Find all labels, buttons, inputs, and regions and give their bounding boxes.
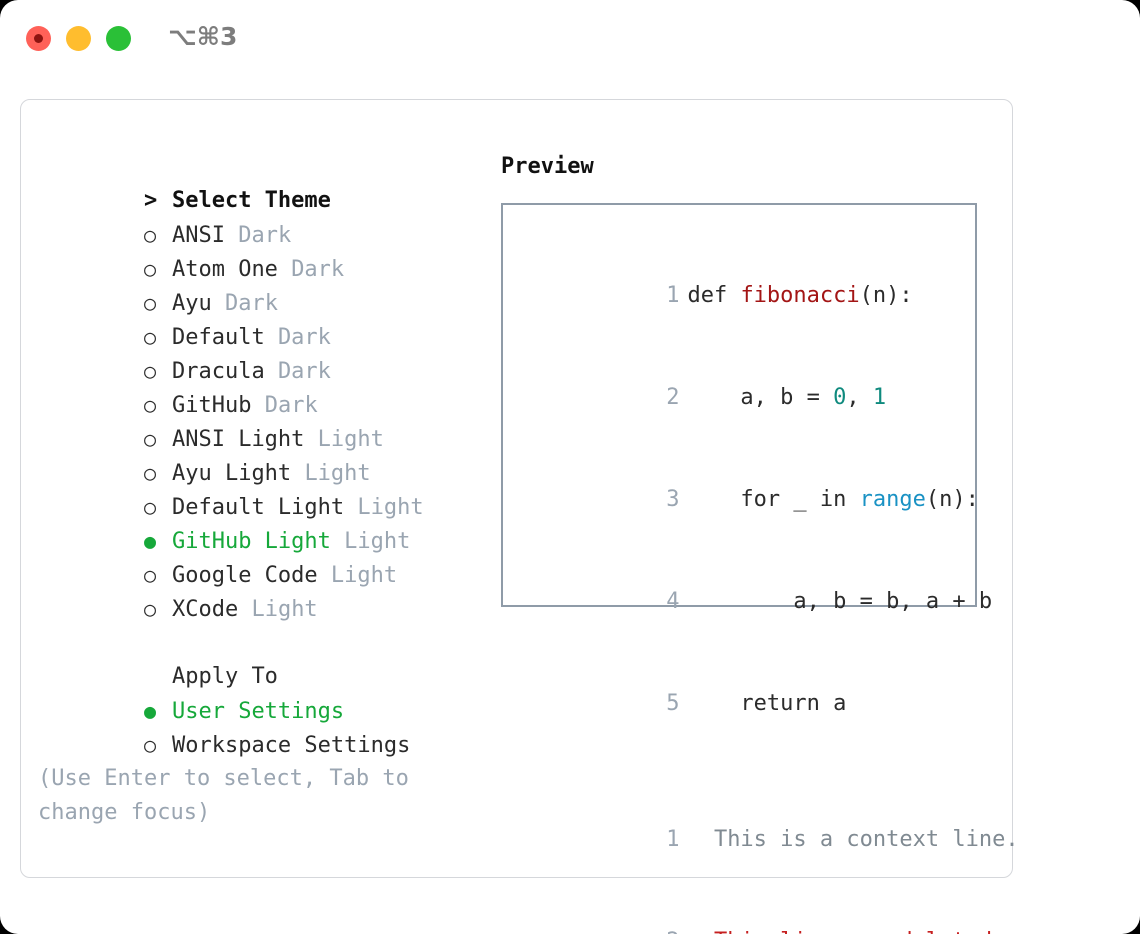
radio-unselected-icon: ○ bbox=[143, 325, 157, 349]
radio-unselected-icon: ○ bbox=[143, 427, 157, 451]
theme-item-xcode-light[interactable]: ○ XCode Light bbox=[38, 558, 478, 622]
code-token-function: fibonacci bbox=[740, 283, 860, 308]
code-token-number: 0 bbox=[833, 385, 847, 410]
radio-unselected-icon: ○ bbox=[143, 223, 157, 247]
line-number: 4 bbox=[666, 589, 680, 614]
code-token: def bbox=[687, 283, 741, 308]
apply-to-heading-label: Apply To bbox=[171, 664, 278, 689]
preview-gap bbox=[521, 755, 975, 789]
code-line: 2 a, b = 0, 1 bbox=[521, 347, 975, 449]
radio-unselected-icon: ○ bbox=[143, 359, 157, 383]
theme-item-label: Ayu bbox=[171, 291, 212, 316]
select-theme-heading: > Select Theme bbox=[38, 150, 478, 213]
preview-heading: Preview bbox=[501, 154, 594, 179]
apply-to-item-label: User Settings bbox=[171, 699, 345, 724]
code-token: return a bbox=[687, 691, 847, 716]
apply-to-heading: Apply To bbox=[38, 626, 478, 689]
line-number: 1 bbox=[666, 827, 680, 852]
apply-to-item-user-settings[interactable]: ● User Settings bbox=[38, 660, 478, 724]
diff-line-text: - This line was deleted. bbox=[687, 929, 1005, 934]
theme-item-label: Ayu Light bbox=[171, 461, 292, 486]
code-line: 5 return a bbox=[521, 653, 975, 755]
theme-item-label: Google Code bbox=[171, 563, 318, 588]
theme-item-tag: Light bbox=[330, 563, 398, 588]
code-token: for _ in bbox=[687, 487, 860, 512]
diff-line-context: 1 This is a context line. bbox=[521, 789, 1018, 891]
code-token: a, b = bbox=[687, 385, 834, 410]
code-token: (n): bbox=[859, 283, 913, 308]
minimize-button[interactable] bbox=[66, 26, 91, 51]
theme-item-tag: Dark bbox=[238, 223, 292, 248]
diff-line-deleted: 2 - This line was deleted. bbox=[521, 891, 1005, 934]
main-panel: >Select Theme ○ANSI Dark ○Atom One Dark … bbox=[20, 99, 1019, 934]
code-line: 4 a, b = b, a + b bbox=[521, 551, 992, 653]
theme-item-label: Default Light bbox=[171, 495, 345, 520]
radio-unselected-icon: ○ bbox=[143, 563, 157, 587]
theme-item-default-light[interactable]: ○ Default Light Light bbox=[38, 456, 478, 520]
radio-selected-icon: ● bbox=[143, 529, 157, 553]
theme-item-label: Default bbox=[171, 325, 265, 350]
theme-item-label: ANSI bbox=[171, 223, 225, 248]
radio-unselected-icon: ○ bbox=[143, 733, 157, 757]
theme-item-atom-one-dark[interactable]: ○ Atom One Dark bbox=[38, 218, 478, 282]
radio-unselected-icon: ○ bbox=[143, 597, 157, 621]
code-token-number: 1 bbox=[872, 385, 887, 410]
code-token: , bbox=[846, 385, 873, 410]
theme-item-google-code-light[interactable]: ○ Google Code Light bbox=[38, 524, 478, 588]
radio-unselected-icon: ○ bbox=[143, 461, 157, 485]
theme-item-github-light[interactable]: ● GitHub Light Light bbox=[38, 490, 478, 554]
theme-item-ansi-dark[interactable]: ○ ANSI Dark bbox=[38, 184, 478, 248]
theme-item-tag: Dark bbox=[264, 393, 318, 418]
theme-item-label: GitHub Light bbox=[171, 529, 331, 554]
code-token: a, b = b, a + b bbox=[687, 589, 993, 614]
theme-item-tag: Dark bbox=[224, 291, 278, 316]
theme-item-ansi-light[interactable]: ○ ANSI Light Light bbox=[38, 388, 478, 452]
line-number: 5 bbox=[666, 691, 680, 716]
theme-item-dracula-dark[interactable]: ○ Dracula Dark bbox=[38, 320, 478, 384]
theme-item-tag: Light bbox=[251, 597, 318, 622]
theme-item-label: GitHub bbox=[171, 393, 252, 418]
zoom-button[interactable] bbox=[106, 26, 131, 51]
line-number: 2 bbox=[653, 925, 679, 934]
theme-item-tag: Dark bbox=[291, 257, 345, 282]
line-number: 3 bbox=[666, 487, 680, 512]
diff-line-text: This is a context line. bbox=[687, 827, 1019, 852]
radio-unselected-icon: ○ bbox=[143, 495, 157, 519]
code-line: 3 for _ in range(n): bbox=[521, 449, 979, 551]
theme-item-tag: Light bbox=[317, 427, 384, 452]
theme-item-label: Atom One bbox=[171, 257, 278, 282]
theme-item-label: ANSI Light bbox=[171, 427, 305, 452]
close-button[interactable] bbox=[26, 26, 51, 51]
theme-item-tag: Dark bbox=[277, 359, 331, 384]
apply-to-item-workspace-settings[interactable]: ○ Workspace Settings bbox=[38, 694, 478, 758]
keyboard-hint-text: (Use Enter to select, Tab to change focu… bbox=[38, 766, 409, 825]
code-token: (n): bbox=[925, 487, 979, 512]
title-bar: ⌥⌘3 bbox=[0, 0, 1140, 76]
select-theme-heading-label: Select Theme bbox=[171, 188, 331, 213]
theme-item-ayu-light[interactable]: ○ Ayu Light Light bbox=[38, 422, 478, 486]
code-token-call: range bbox=[859, 487, 926, 512]
theme-item-ayu-dark[interactable]: ○ Ayu Dark bbox=[38, 252, 478, 316]
radio-unselected-icon: ○ bbox=[143, 291, 157, 315]
theme-item-tag: Light bbox=[344, 529, 411, 554]
radio-unselected-icon: ○ bbox=[143, 393, 157, 417]
theme-item-default-dark[interactable]: ○ Default Dark bbox=[38, 286, 478, 350]
apply-to-item-label: Workspace Settings bbox=[171, 733, 411, 758]
theme-item-label: XCode bbox=[171, 597, 239, 622]
theme-item-github-dark[interactable]: ○ GitHub Dark bbox=[38, 354, 478, 418]
code-line: 1 def fibonacci(n): bbox=[521, 245, 975, 347]
keyboard-shortcut-label: ⌥⌘3 bbox=[168, 22, 238, 51]
theme-selector-column: >Select Theme ○ANSI Dark ○Atom One Dark … bbox=[38, 150, 478, 830]
theme-item-tag: Light bbox=[357, 495, 424, 520]
caret-icon: > bbox=[143, 188, 158, 213]
radio-selected-icon: ● bbox=[143, 699, 157, 723]
line-number: 2 bbox=[666, 385, 680, 410]
line-number: 1 bbox=[666, 283, 680, 308]
theme-item-tag: Dark bbox=[277, 325, 331, 350]
radio-unselected-icon: ○ bbox=[143, 257, 157, 281]
theme-item-tag: Light bbox=[304, 461, 371, 486]
theme-item-label: Dracula bbox=[171, 359, 265, 384]
